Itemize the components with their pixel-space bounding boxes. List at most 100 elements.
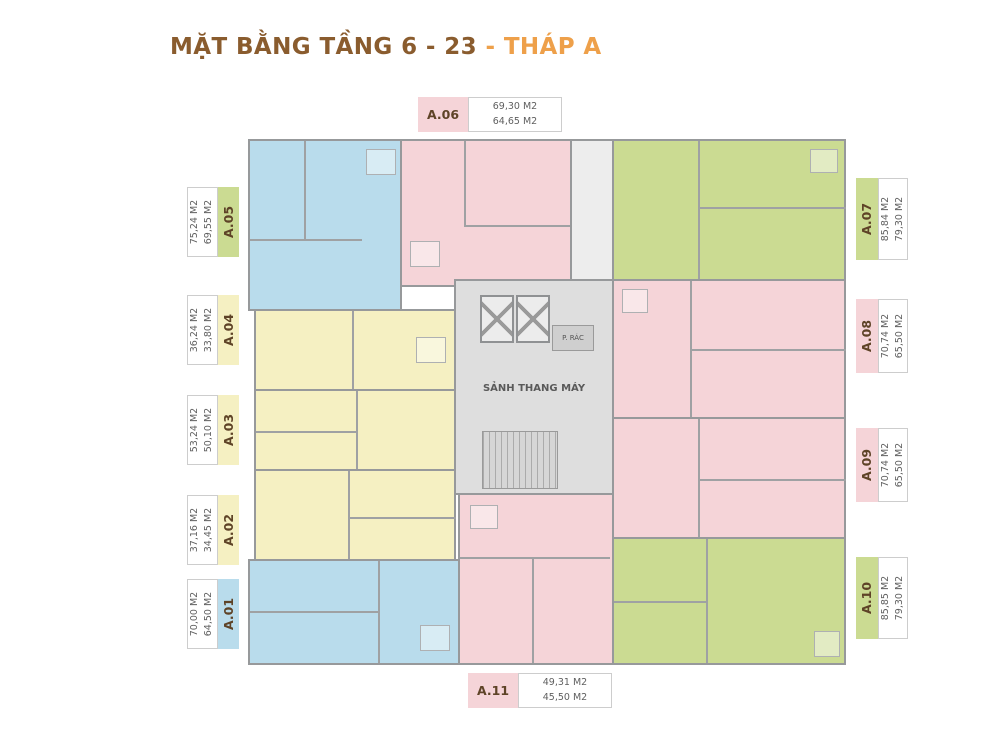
interior-wall	[698, 207, 846, 209]
elevator-core: P. RÁC SẢNH THANG MÁY	[454, 279, 614, 495]
interior-wall	[348, 471, 350, 559]
unit-region-a04	[254, 309, 456, 391]
interior-wall	[460, 557, 610, 559]
area-net: 64,65 M2	[492, 115, 538, 127]
area-gross: 53,24 M2	[189, 407, 200, 453]
unit-areas: 49,31 M2 45,50 M2	[518, 673, 612, 708]
unit-areas: 37,16 M2 34,45 M2	[187, 495, 218, 565]
unit-code-badge: A.02	[217, 495, 239, 565]
bathroom	[810, 149, 838, 173]
unit-label-a03: 53,24 M2 50,10 M2 A.03	[187, 395, 239, 465]
area-gross: 37,16 M2	[189, 507, 200, 553]
unit-areas: 70,00 M2 64,50 M2	[187, 579, 218, 649]
interior-wall	[464, 141, 466, 225]
area-net: 64,50 M2	[203, 591, 215, 637]
unit-code-badge: A.05	[217, 187, 239, 257]
area-net: 79,30 M2	[893, 196, 905, 242]
unit-label-a11: A.11 49,31 M2 45,50 M2	[468, 673, 612, 708]
unit-areas: 36,24 M2 33,80 M2	[187, 295, 218, 365]
interior-wall	[352, 311, 354, 389]
bathroom	[416, 337, 446, 363]
interior-wall	[690, 349, 846, 351]
unit-label-a08: A.08 70,74 M2 65,50 M2	[856, 299, 908, 373]
lobby-label: SẢNH THANG MÁY	[482, 383, 586, 394]
area-gross: 36,24 M2	[189, 307, 200, 353]
area-net: 45,50 M2	[542, 691, 588, 703]
interior-wall	[256, 431, 356, 433]
unit-region-a11	[458, 493, 614, 665]
unit-label-a09: A.09 70,74 M2 65,50 M2	[856, 428, 908, 502]
unit-region-a09	[612, 417, 846, 539]
unit-code-badge: A.03	[217, 395, 239, 465]
unit-code-badge: A.10	[856, 557, 878, 639]
interior-wall	[698, 479, 846, 481]
bathroom	[420, 625, 450, 651]
area-gross: 49,31 M2	[542, 677, 588, 689]
unit-label-a05: 75,24 M2 69,55 M2 A.05	[187, 187, 239, 257]
bathroom	[622, 289, 648, 313]
area-net: 69,55 M2	[203, 199, 215, 245]
stairwell	[482, 431, 558, 489]
unit-code-badge: A.04	[217, 295, 239, 365]
unit-areas: 53,24 M2 50,10 M2	[187, 395, 218, 465]
unit-label-a10: A.10 85,85 M2 79,30 M2	[856, 557, 908, 639]
area-gross: 69,30 M2	[492, 101, 538, 113]
page-title-tower: - THÁP A	[485, 34, 602, 60]
unit-areas: 69,30 M2 64,65 M2	[468, 97, 562, 132]
unit-label-a06: A.06 69,30 M2 64,65 M2	[418, 97, 562, 132]
area-net: 33,80 M2	[203, 307, 215, 353]
unit-label-a02: 37,16 M2 34,45 M2 A.02	[187, 495, 239, 565]
area-gross: 70,00 M2	[189, 591, 200, 637]
unit-code-badge: A.01	[217, 579, 239, 649]
unit-areas: 85,85 M2 79,30 M2	[877, 557, 908, 639]
interior-wall	[378, 561, 380, 663]
trash-room: P. RÁC	[552, 325, 594, 351]
unit-areas: 70,74 M2 65,50 M2	[877, 299, 908, 373]
unit-region-a08	[612, 279, 846, 419]
interior-wall	[464, 225, 572, 227]
unit-code-badge: A.09	[856, 428, 878, 502]
unit-label-a01: 70,00 M2 64,50 M2 A.01	[187, 579, 239, 649]
interior-wall	[250, 611, 378, 613]
bathroom	[470, 505, 498, 529]
bathroom	[366, 149, 396, 175]
unit-label-a07: A.07 85,84 M2 79,30 M2	[856, 178, 908, 260]
interior-wall	[698, 419, 700, 537]
bathroom	[410, 241, 440, 267]
interior-wall	[250, 239, 362, 241]
unit-label-a04: 36,24 M2 33,80 M2 A.04	[187, 295, 239, 365]
unit-code-badge: A.08	[856, 299, 878, 373]
area-gross: 85,84 M2	[879, 196, 891, 242]
unit-region-a06	[400, 139, 572, 287]
interior-wall	[698, 141, 700, 279]
page-title: MẶT BẰNG TẦNG 6 - 23 - THÁP A	[170, 34, 602, 60]
unit-region-a02	[254, 469, 456, 561]
trash-room-label: P. RÁC	[562, 334, 584, 342]
floor-plan: P. RÁC SẢNH THANG MÁY	[240, 133, 852, 671]
unit-code-badge: A.06	[418, 97, 468, 132]
unit-code-badge: A.11	[468, 673, 518, 708]
area-gross: 70,74 M2	[879, 442, 891, 488]
unit-areas: 75,24 M2 69,55 M2	[187, 187, 218, 257]
unit-region-a05	[248, 139, 402, 311]
corridor	[570, 139, 614, 281]
interior-wall	[532, 557, 534, 663]
bathroom	[814, 631, 840, 657]
unit-areas: 70,74 M2 65,50 M2	[877, 428, 908, 502]
unit-areas: 85,84 M2 79,30 M2	[877, 178, 908, 260]
area-net: 50,10 M2	[203, 407, 215, 453]
interior-wall	[706, 539, 708, 663]
area-net: 34,45 M2	[203, 507, 215, 553]
unit-region-a03	[254, 389, 456, 471]
elevator	[480, 295, 514, 343]
elevator	[516, 295, 550, 343]
unit-region-a10	[612, 537, 846, 665]
area-gross: 70,74 M2	[879, 313, 891, 359]
page-title-main: MẶT BẰNG TẦNG 6 - 23	[170, 34, 478, 60]
area-net: 65,50 M2	[893, 313, 905, 359]
area-gross: 85,85 M2	[879, 575, 891, 621]
area-net: 79,30 M2	[893, 575, 905, 621]
unit-region-a07	[612, 139, 846, 281]
unit-code-badge: A.07	[856, 178, 878, 260]
unit-region-a01	[248, 559, 460, 665]
